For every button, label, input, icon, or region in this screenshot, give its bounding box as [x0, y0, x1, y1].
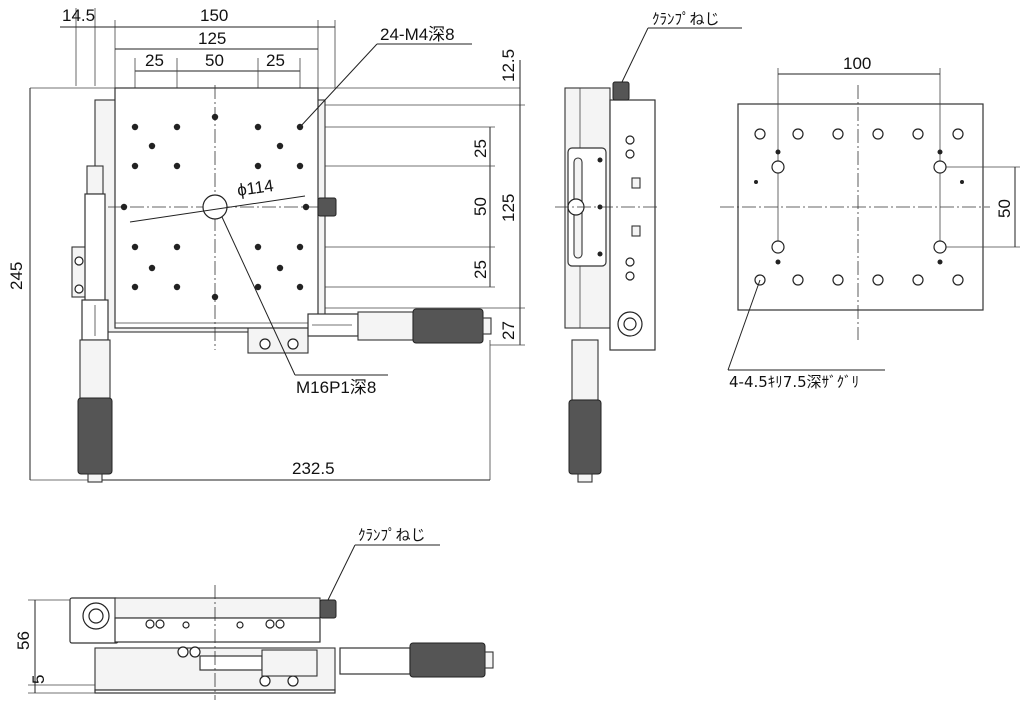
- center-thread-hole: [202, 194, 228, 220]
- bottom-dim-50: 50: [995, 199, 1014, 218]
- front-clamp-screw: [319, 599, 337, 619]
- front-callout-clamp: ｸﾗﾝﾌﾟねじ: [358, 526, 426, 544]
- dim-27: 27: [499, 321, 518, 340]
- bottom-holes: [754, 128, 964, 286]
- bottom-dim-100: 100: [843, 54, 871, 73]
- dim-150: 150: [200, 6, 228, 25]
- dim-245: 245: [7, 262, 26, 290]
- dim-125-right: 125: [499, 194, 518, 222]
- dim-232-5: 232.5: [292, 459, 335, 478]
- dim-125: 125: [198, 29, 226, 48]
- callout-m16p1: M16P1深8: [296, 378, 376, 397]
- front-dim-56: 56: [14, 631, 33, 650]
- dim-50-mid: 50: [471, 197, 490, 216]
- dim-25-lower: 25: [471, 260, 490, 279]
- top-view: 150 14.5 125 25 50 25 12.5 25 50 25 125: [7, 6, 525, 483]
- side-view: ｸﾗﾝﾌﾟねじ: [555, 10, 742, 483]
- callout-24-m4: 24-M4深8: [380, 25, 455, 44]
- dim-phi114: ϕ114: [236, 176, 275, 200]
- dim-12-5: 12.5: [499, 49, 518, 82]
- front-view: 56 5 ｸﾗﾝﾌﾟねじ: [14, 526, 494, 700]
- dim-14-5: 14.5: [62, 6, 95, 25]
- bottom-view: 100 50 4-4.5ｷﾘ7.5深ｻﾞｸﾞﾘ: [720, 54, 1020, 391]
- bottom-callout-counterbore: 4-4.5ｷﾘ7.5深ｻﾞｸﾞﾘ: [729, 373, 859, 391]
- bottom-micrometer: [259, 308, 492, 350]
- dim-50: 50: [205, 51, 224, 70]
- dim-25-left: 25: [145, 51, 164, 70]
- side-callout-clamp: ｸﾗﾝﾌﾟねじ: [652, 10, 720, 28]
- front-dim-5: 5: [29, 675, 48, 684]
- left-micrometer: [71, 165, 113, 483]
- clamp-screw-knob: [317, 197, 337, 217]
- dim-25-right: 25: [266, 51, 285, 70]
- dim-25-upper: 25: [471, 139, 490, 158]
- side-clamp-screw: [612, 81, 630, 101]
